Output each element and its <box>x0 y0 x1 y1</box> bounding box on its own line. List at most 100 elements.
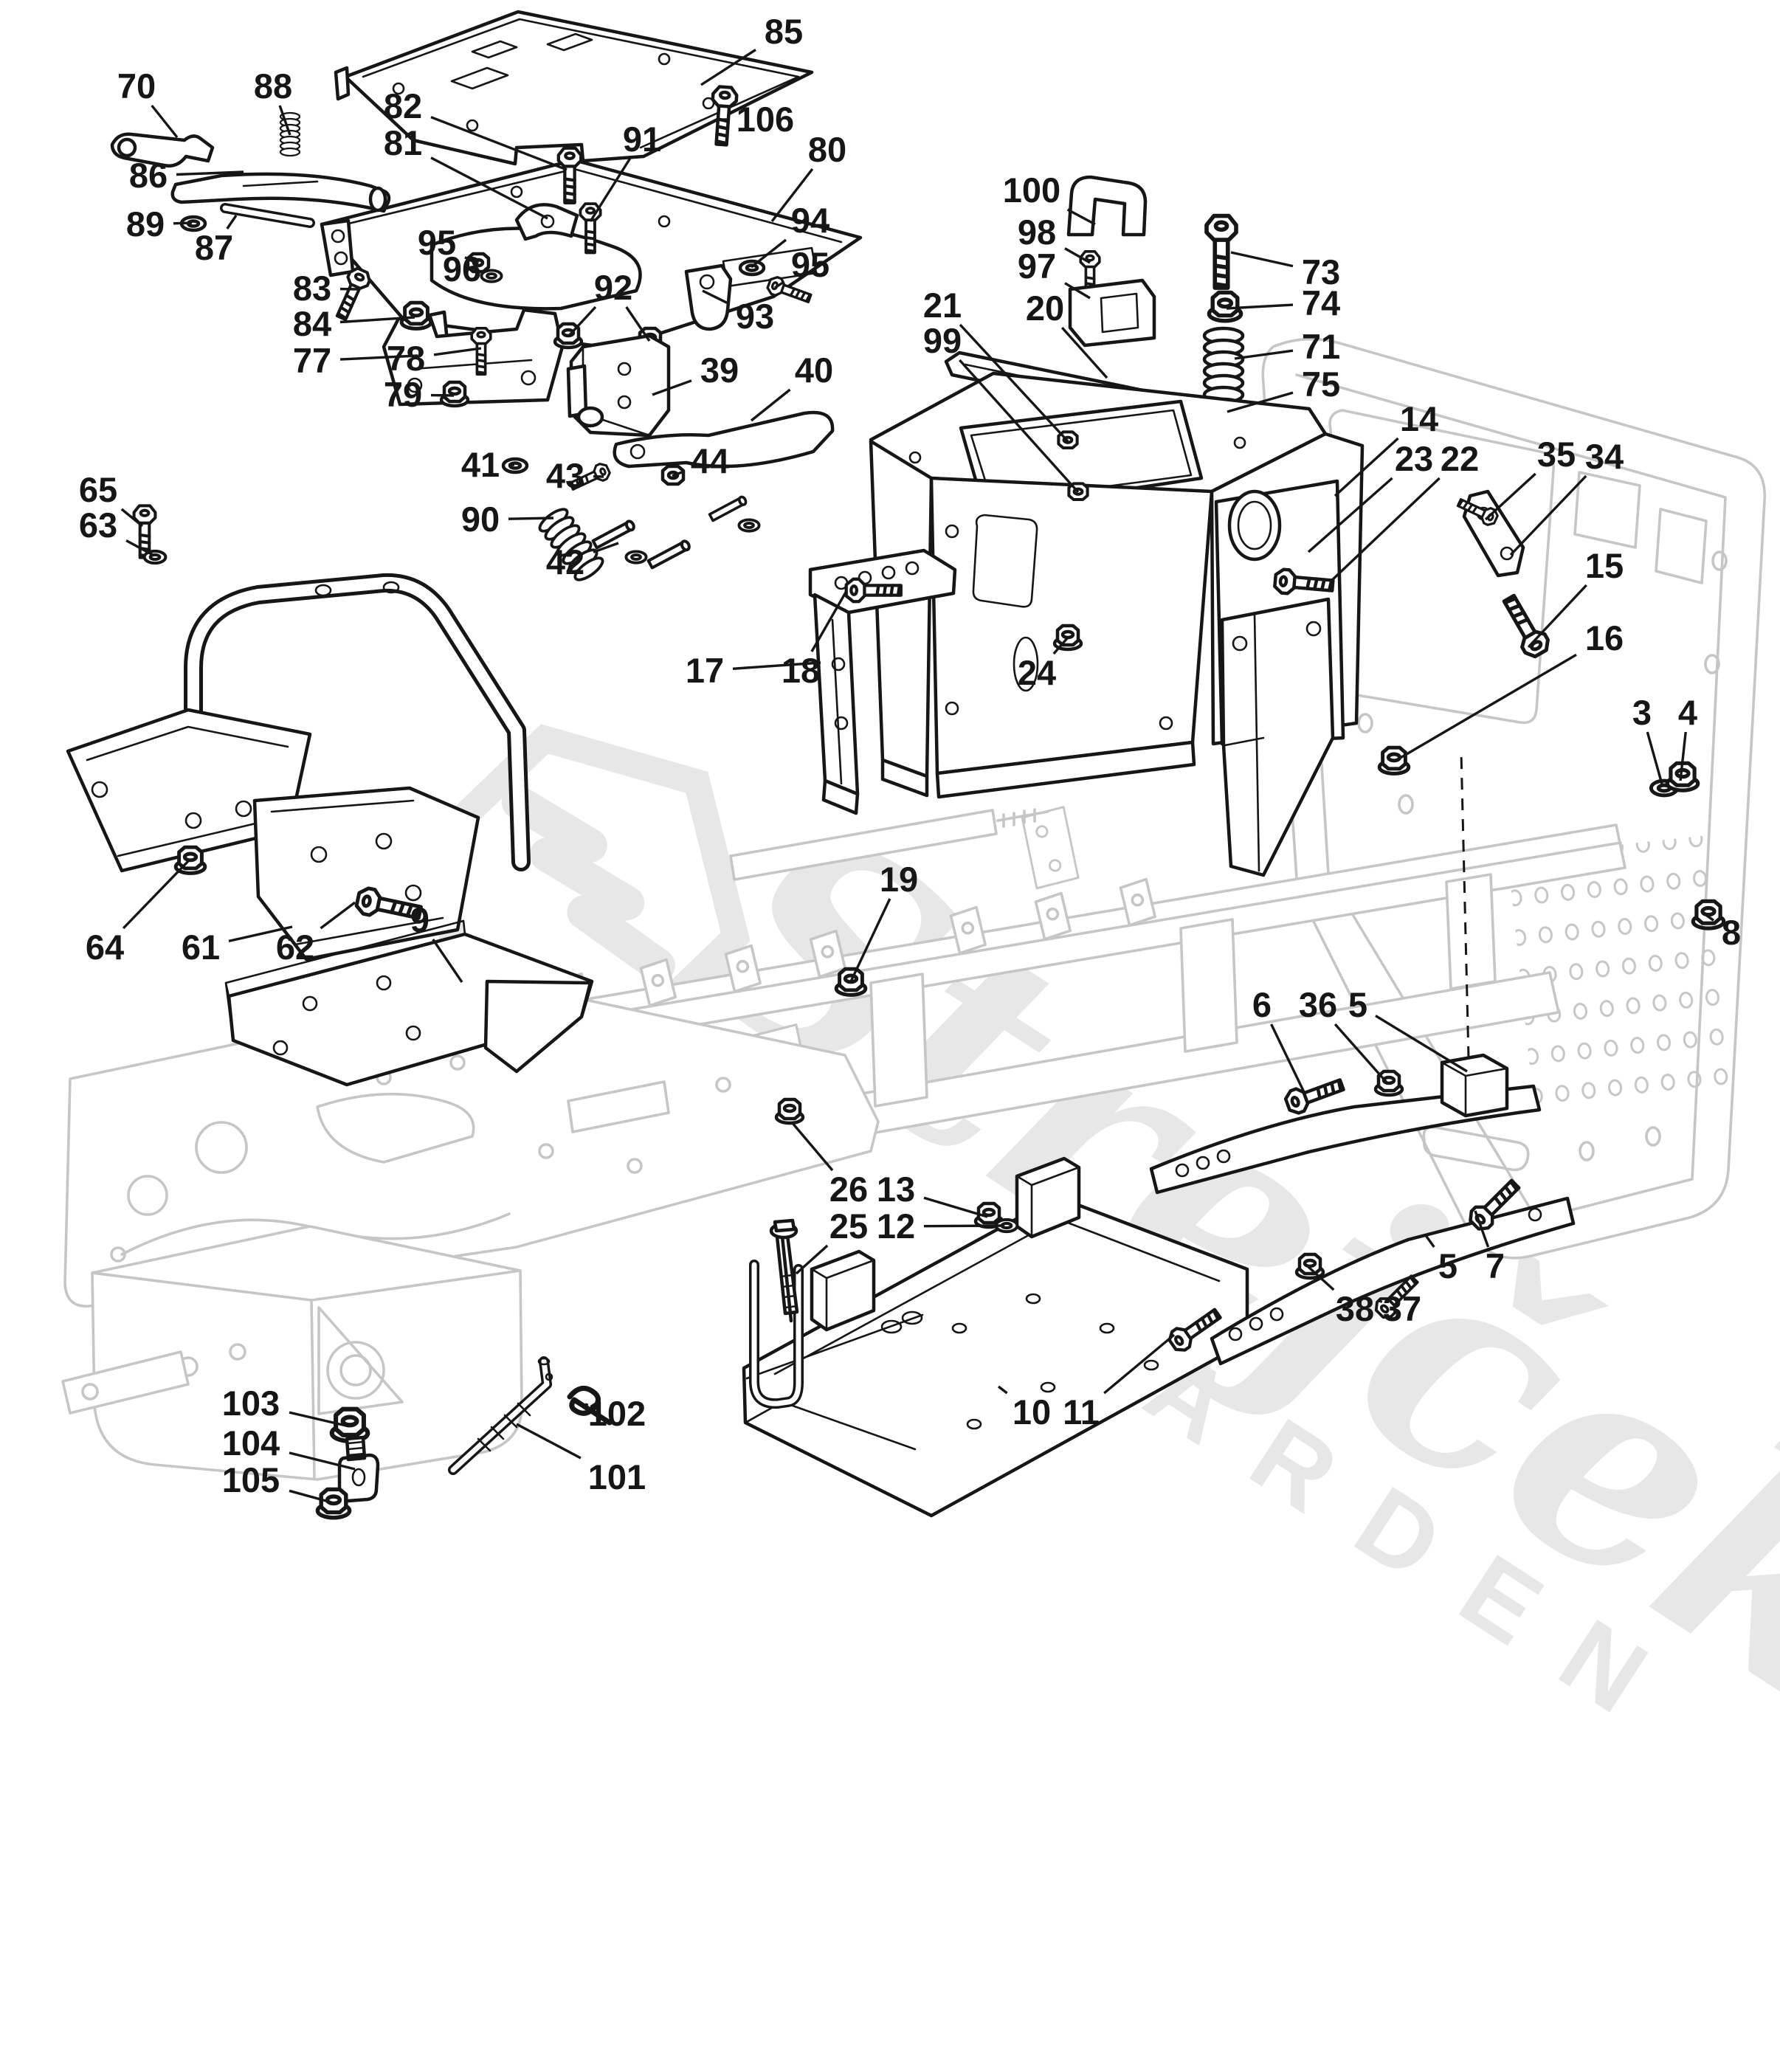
rollbar-assembly <box>66 505 531 961</box>
leader-line-99 <box>959 359 1080 494</box>
leader-line-78 <box>433 347 482 356</box>
part-label-5: 5 <box>1438 1246 1458 1285</box>
leader-line-11 <box>1103 1333 1176 1395</box>
part-label-78: 78 <box>387 339 425 378</box>
nut-19 <box>836 969 866 995</box>
leader-line-25 <box>795 1244 829 1275</box>
leader-line-26 <box>790 1121 834 1172</box>
leader-line-9 <box>432 939 463 983</box>
leader-line-85 <box>700 48 756 86</box>
leader-line-86 <box>176 170 244 176</box>
leader-line-90 <box>508 517 554 520</box>
leader-line-18 <box>810 590 848 652</box>
part-label-38: 38 <box>1336 1289 1374 1328</box>
leader-line-104 <box>289 1451 356 1471</box>
leader-line-22 <box>1329 477 1441 583</box>
part-label-11: 11 <box>1063 1392 1100 1432</box>
leader-line-89 <box>173 221 193 225</box>
clamp-100 <box>1066 175 1148 237</box>
part-label-16: 16 <box>1585 618 1624 657</box>
part-label-103: 103 <box>222 1384 280 1423</box>
part-label-35: 35 <box>1537 435 1576 474</box>
leader-line-97 <box>1064 282 1091 300</box>
leader-line-34 <box>1509 474 1587 556</box>
latch-arm-86 <box>170 172 391 213</box>
leader-line-65 <box>120 508 144 528</box>
part-label-21: 21 <box>923 286 962 325</box>
leader-line-64 <box>122 859 190 930</box>
bracket-81 <box>514 203 579 241</box>
part-label-97: 97 <box>1018 246 1056 286</box>
part-label-20: 20 <box>1026 289 1064 328</box>
part-label-10: 10 <box>1013 1392 1051 1432</box>
crank-rod-101 <box>448 1356 553 1475</box>
leader-line-10 <box>997 1385 1008 1395</box>
part-label-3: 3 <box>1632 693 1652 732</box>
leader-line-5 <box>1375 1015 1468 1073</box>
tower-left-wall <box>869 439 934 778</box>
part-label-104: 104 <box>222 1423 280 1463</box>
part-label-41: 41 <box>461 445 500 484</box>
leader-line-101 <box>516 1423 582 1460</box>
leader-lines <box>120 48 1714 1504</box>
leader-line-91 <box>589 158 632 222</box>
part-label-88: 88 <box>254 66 292 106</box>
bolt-26 <box>769 1218 799 1323</box>
part-label-95: 95 <box>418 223 456 262</box>
part-label-96: 96 <box>443 249 481 289</box>
part-label-89: 89 <box>126 204 165 244</box>
part-label-39: 39 <box>700 350 739 390</box>
part-label-84: 84 <box>293 304 331 343</box>
part-label-86: 86 <box>129 156 168 195</box>
leader-line-17 <box>732 661 821 670</box>
front-chassis-box <box>91 1225 523 1481</box>
leader-line-44 <box>672 471 683 477</box>
leader-line-15 <box>1527 584 1587 649</box>
leader-line-75 <box>1227 391 1294 413</box>
leader-line-62 <box>320 901 356 930</box>
leader-line-95 <box>774 282 783 289</box>
hook-bracket-93 <box>684 263 733 331</box>
part-label-7: 7 <box>1486 1246 1505 1285</box>
part-lines <box>66 10 1724 1518</box>
leader-line-63 <box>125 539 155 557</box>
leader-line-88 <box>278 105 292 136</box>
rollbar-gusset-left <box>66 708 312 873</box>
leader-line-84 <box>339 316 415 324</box>
latch-mechanism-39-40 <box>503 334 835 585</box>
bumper-straps-group <box>1149 752 1576 1366</box>
leader-line-42 <box>593 542 619 553</box>
part-label-105: 105 <box>222 1460 280 1499</box>
side-strap-34-group <box>1455 489 1724 928</box>
part-label-15: 15 <box>1585 546 1624 585</box>
leader-line-38 <box>1307 1265 1335 1291</box>
part-label-24: 24 <box>1018 653 1056 692</box>
leader-line-74 <box>1226 303 1294 310</box>
leader-line-36 <box>1334 1023 1389 1085</box>
leader-line-39 <box>652 379 692 396</box>
part-label-70: 70 <box>117 66 156 106</box>
part-label-80: 80 <box>808 130 846 169</box>
footrest-plate-10-group <box>742 1156 1249 1518</box>
part-label-18: 18 <box>782 651 820 690</box>
leader-line-82 <box>430 116 568 171</box>
leader-line-19 <box>849 898 891 982</box>
part-label-25: 25 <box>829 1206 868 1246</box>
leader-line-35 <box>1484 472 1536 521</box>
part-label-63: 63 <box>79 505 117 545</box>
part-label-12: 12 <box>877 1206 915 1246</box>
part-label-8: 8 <box>1722 913 1741 952</box>
leader-line-98 <box>1064 247 1091 264</box>
leader-line-13 <box>923 1196 988 1218</box>
part-label-65: 65 <box>79 470 117 509</box>
leader-line-87 <box>226 215 238 229</box>
part-label-100: 100 <box>1003 170 1060 210</box>
part-label-19: 19 <box>880 860 918 899</box>
part-label-101: 101 <box>588 1457 646 1496</box>
part-label-17: 17 <box>686 651 724 690</box>
part-label-90: 90 <box>461 500 500 539</box>
leader-line-100 <box>1066 208 1096 226</box>
part-label-64: 64 <box>86 928 124 967</box>
